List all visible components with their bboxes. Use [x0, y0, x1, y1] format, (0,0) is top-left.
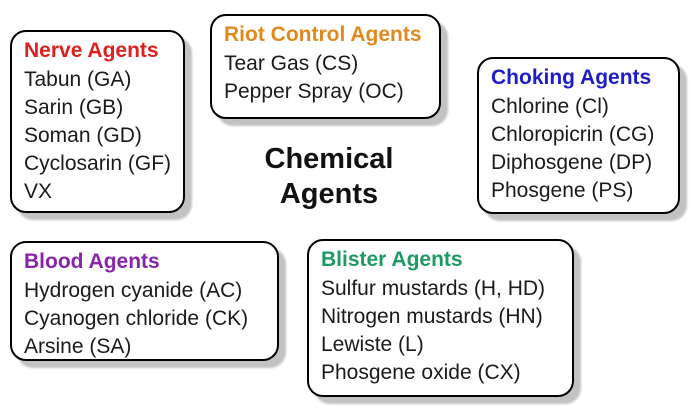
agent-item: Pepper Spray (OC): [224, 80, 404, 103]
agent-item: Tear Gas (CS): [224, 52, 359, 75]
agent-item: Sulfur mustards (H, HD): [321, 277, 546, 300]
agent-item: Hydrogen cyanide (AC): [24, 279, 243, 302]
blister-agents-title: Blister Agents: [321, 248, 463, 271]
riot-control-agents-list: Tear Gas (CS) Pepper Spray (OC): [224, 50, 431, 106]
agent-item: Phosgene oxide (CX): [321, 361, 521, 384]
riot-control-agents-box: Riot Control Agents Tear Gas (CS) Pepper …: [210, 14, 441, 119]
blister-agents-list: Sulfur mustards (H, HD) Nitrogen mustards…: [321, 275, 564, 387]
agent-item: Soman (GD): [24, 124, 142, 147]
agent-item: Chlorine (Cl): [491, 95, 609, 118]
nerve-agents-box: Nerve Agents Tabun (GA) Sarin (GB) Soman (…: [10, 30, 185, 213]
diagram-title: Chemical Agents: [229, 142, 429, 212]
agent-item: Arsine (SA): [24, 335, 132, 358]
riot-control-agents-title: Riot Control Agents: [224, 23, 422, 46]
choking-agents-title: Choking Agents: [491, 66, 652, 89]
blood-agents-box: Blood Agents Hydrogen cyanide (AC) Cyanog…: [10, 241, 279, 361]
agent-item: Nitrogen mustards (HN): [321, 305, 543, 328]
blood-agents-title: Blood Agents: [24, 250, 160, 273]
diagram-title-line2: Agents: [279, 178, 379, 210]
blister-agents-box: Blister Agents Sulfur mustards (H, HD) Ni…: [307, 239, 574, 397]
choking-agents-box: Choking Agents Chlorine (Cl) Chloropicrin…: [477, 57, 680, 214]
agent-item: Cyanogen chloride (CK): [24, 307, 249, 330]
agent-item: Chloropicrin (CG): [491, 123, 655, 146]
blood-agents-list: Hydrogen cyanide (AC) Cyanogen chloride (…: [24, 277, 269, 361]
agent-item: Diphosgene (DP): [491, 151, 653, 174]
choking-agents-list: Chlorine (Cl) Chloropicrin (CG) Diphosgene…: [491, 93, 670, 205]
agent-item: Phosgene (PS): [491, 179, 634, 202]
agent-item: Sarin (GB): [24, 96, 124, 119]
agent-item: Lewiste (L): [321, 333, 424, 356]
diagram-title-line1: Chemical: [264, 143, 394, 175]
agent-item: VX: [24, 180, 53, 203]
agent-item: Cyclosarin (GF): [24, 152, 172, 175]
nerve-agents-title: Nerve Agents: [24, 39, 159, 62]
agent-item: Tabun (GA): [24, 68, 132, 91]
nerve-agents-list: Tabun (GA) Sarin (GB) Soman (GD) Cyclosarin…: [24, 66, 175, 206]
